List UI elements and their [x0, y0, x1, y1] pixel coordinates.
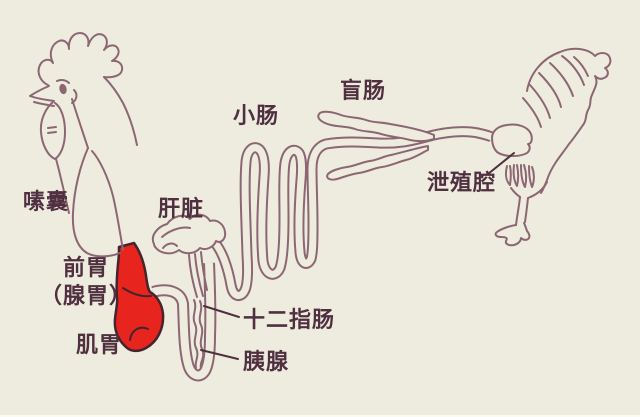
wattle — [39, 101, 66, 160]
tail-feathers — [522, 47, 612, 194]
wattle-mark-2 — [47, 131, 57, 134]
gizzard-muscle-line-2 — [129, 326, 149, 341]
duodenum-tube-inner — [151, 262, 215, 380]
foot-outline — [494, 222, 531, 247]
cecum-shapes — [317, 110, 435, 181]
tail-feather-line-1 — [573, 56, 589, 77]
label-cecum: 盲肠 — [340, 78, 387, 103]
beak-upper — [29, 95, 55, 102]
tail-feather-line-4 — [538, 72, 562, 108]
proventriculus-gizzard-shape — [113, 241, 165, 353]
eye — [59, 83, 67, 95]
leg-and-foot — [494, 181, 548, 247]
liver-shape — [151, 213, 227, 298]
label-duodenum: 十二指肠 — [243, 307, 336, 332]
eye-brow-line — [56, 78, 70, 84]
tail-feather-line-3 — [549, 62, 574, 97]
bile-duct-2 — [194, 253, 204, 297]
tail-outline — [526, 47, 612, 194]
fluff-tuft-4 — [528, 165, 535, 188]
tail-feather-line-6 — [522, 97, 542, 128]
cecum-upper — [317, 110, 435, 143]
label-cloaca: 泄殖腔 — [427, 170, 497, 195]
label-proventriculus-line2: （腺胃） — [39, 283, 132, 308]
bile-duct-1 — [188, 254, 198, 298]
label-pancreas: 胰腺 — [243, 349, 290, 374]
label-proventriculus: 前胃 （腺胃） — [31, 254, 141, 310]
crop-right-edge — [91, 150, 124, 251]
shank-back — [524, 197, 529, 223]
bile-duct-3 — [200, 251, 208, 291]
gizzard-muscle-line-1 — [122, 287, 152, 298]
rooster-comb — [37, 32, 124, 86]
cecum-lower — [326, 145, 429, 181]
fluff-tuft-1 — [505, 165, 512, 186]
duodenum-leader-line — [203, 305, 240, 318]
label-crop: 嗉囊 — [23, 189, 70, 214]
liver-ridge-line — [161, 226, 191, 238]
tail-feather-line-5 — [529, 84, 551, 119]
label-small-intestine: 小肠 — [233, 103, 280, 128]
fluff-feathers — [505, 164, 535, 188]
shank-front — [515, 196, 521, 226]
crop-shape — [71, 98, 124, 258]
thigh-line-left — [510, 187, 521, 198]
small-intestine-tube — [209, 126, 497, 302]
cloaca-shape — [491, 123, 533, 158]
cheek-line — [71, 89, 78, 104]
small-intestine-tube-inner — [211, 128, 496, 300]
label-proventriculus-line1: 前胃 — [62, 255, 109, 280]
stomach-highlight — [113, 241, 165, 353]
cloaca-leader-line — [487, 152, 515, 175]
rooster-head — [29, 32, 138, 214]
neck-back-line — [103, 76, 138, 146]
intestine-tubes-inner — [151, 128, 496, 380]
crop-left-edge — [71, 147, 121, 258]
liver-lobe-line — [162, 242, 178, 249]
fluff-tuft-2 — [512, 164, 520, 187]
leader-lines — [200, 152, 515, 360]
forehead-line — [29, 85, 50, 97]
beak-lower — [33, 101, 55, 107]
fluff-tuft-3 — [520, 164, 528, 188]
label-gizzard: 肌胃 — [76, 332, 123, 357]
neck-front-line — [55, 158, 70, 214]
pancreas-wavy-line-2 — [198, 300, 205, 369]
thigh-line-right — [527, 181, 548, 199]
pancreas-wavy-line-1 — [192, 299, 199, 369]
tail-feather-line-2 — [561, 55, 585, 86]
pancreas-leader-line — [200, 349, 239, 360]
label-liver: 肝脏 — [158, 196, 205, 221]
esophagus-line — [71, 98, 89, 149]
wattle-mark-1 — [47, 126, 57, 129]
pancreas-shape — [192, 299, 205, 369]
